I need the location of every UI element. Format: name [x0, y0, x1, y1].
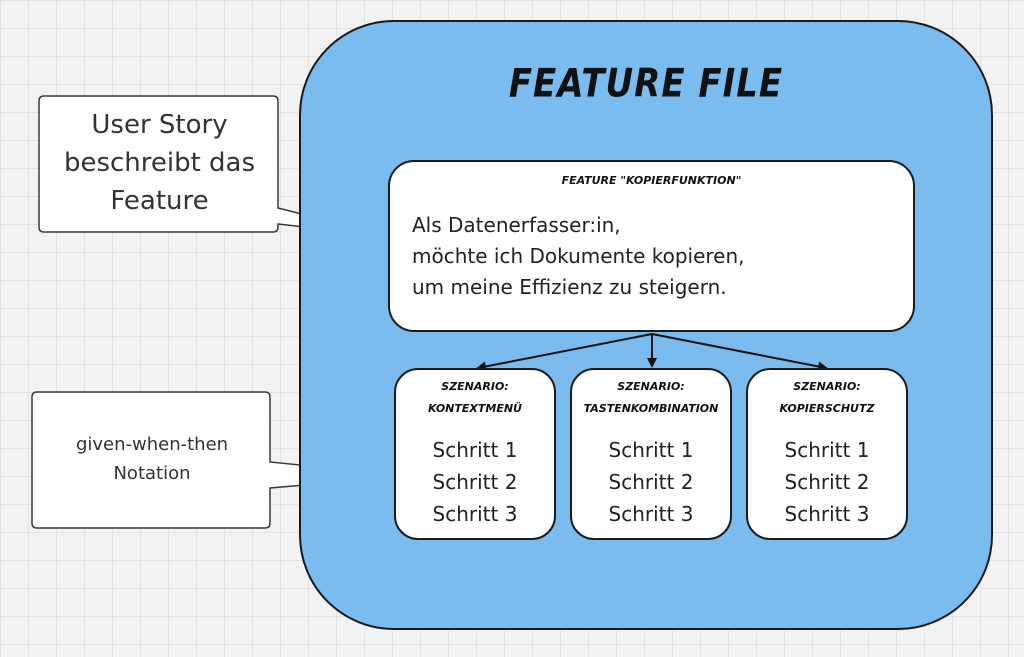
user-story-callout-shape [38, 95, 394, 238]
scenario-step: Schritt 1 [608, 438, 694, 462]
scenario-step: Schritt 2 [784, 470, 870, 494]
scenario-kopierschutz: SZENARIO: KOPIERSCHUTZ Schritt 1 Schritt… [746, 368, 908, 540]
scenario-step: Schritt 3 [784, 502, 870, 526]
scenario-title-line: KONTEXTMENÜ [428, 402, 522, 415]
feature-header: FEATURE "KOPIERFUNKTION" [561, 174, 742, 187]
callout-line: beschreibt das [63, 148, 256, 178]
callout-line: Feature [110, 186, 209, 216]
scenario-title-line: SZENARIO: [793, 380, 861, 393]
user-story-callout-text: User Story beschreibt das Feature [42, 106, 277, 220]
scenario-steps: Schritt 1 Schritt 2 Schritt 3 [396, 434, 554, 530]
story-line: um meine Effizienz zu steigern. [412, 275, 727, 299]
gwt-callout-text: given-when-then Notation [34, 430, 270, 488]
arrow-to-scenario-3 [651, 333, 828, 372]
callout-line: given-when-then [75, 434, 229, 455]
scenario-kontextmenue: SZENARIO: KONTEXTMENÜ Schritt 1 Schritt … [394, 368, 556, 540]
scenario-title-line: TASTENKOMBINATION [583, 402, 719, 415]
story-line: möchte ich Dokumente kopieren, [412, 244, 745, 268]
scenario-tastenkombination: SZENARIO: TASTENKOMBINATION Schritt 1 Sc… [570, 368, 732, 540]
arrow-to-scenario-1 [476, 333, 653, 372]
scenario-step: Schritt 2 [608, 470, 694, 494]
scenario-title: SZENARIO: TASTENKOMBINATION [572, 376, 730, 420]
scenario-title: SZENARIO: KONTEXTMENÜ [396, 376, 554, 420]
callout-line: Notation [113, 463, 191, 484]
scenario-step: Schritt 3 [608, 502, 694, 526]
scenario-step: Schritt 2 [432, 470, 518, 494]
scenario-step: Schritt 1 [432, 438, 518, 462]
scenario-step: Schritt 3 [432, 502, 518, 526]
scenario-title-line: SZENARIO: [617, 380, 685, 393]
scenario-step: Schritt 1 [784, 438, 870, 462]
gwt-callout-shape [31, 391, 411, 529]
scenario-steps: Schritt 1 Schritt 2 Schritt 3 [572, 434, 730, 530]
scenario-title-line: KOPIERSCHUTZ [779, 402, 875, 415]
scenario-steps: Schritt 1 Schritt 2 Schritt 3 [748, 434, 906, 530]
container-title: FEATURE FILE [508, 61, 784, 107]
callout-line: User Story [91, 110, 228, 140]
scenario-title-line: SZENARIO: [441, 380, 509, 393]
feature-story: Als Datenerfasser:in, möchte ich Dokumen… [412, 210, 745, 303]
story-line: Als Datenerfasser:in, [412, 213, 621, 237]
scenario-title: SZENARIO: KOPIERSCHUTZ [748, 376, 906, 420]
feature-box: FEATURE "KOPIERFUNKTION" Als Datenerfass… [388, 160, 915, 332]
